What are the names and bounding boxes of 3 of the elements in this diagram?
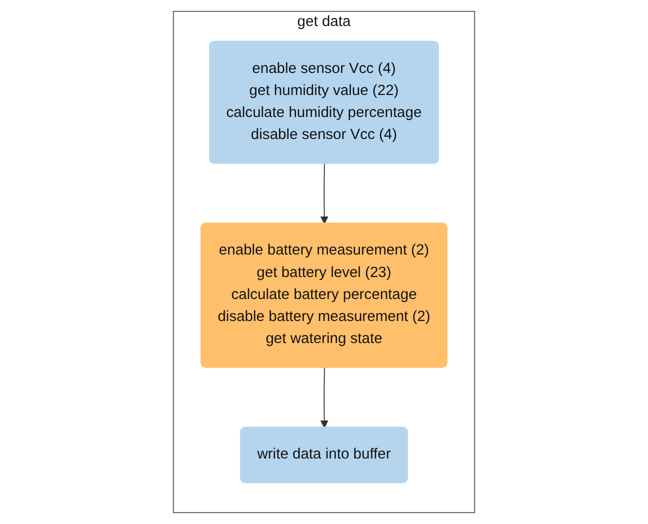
arrow <box>320 163 328 224</box>
flowchart: get data enable sensor Vcc (4) get humidity value (22) calculate humidity percentage disable sensor Vcc (4) enable battery measurement (2) get battery level (23) calculate battery percentage disable battery measurement (2) get watering state write data into buffer <box>4 4 644 520</box>
arrow <box>320 367 328 428</box>
